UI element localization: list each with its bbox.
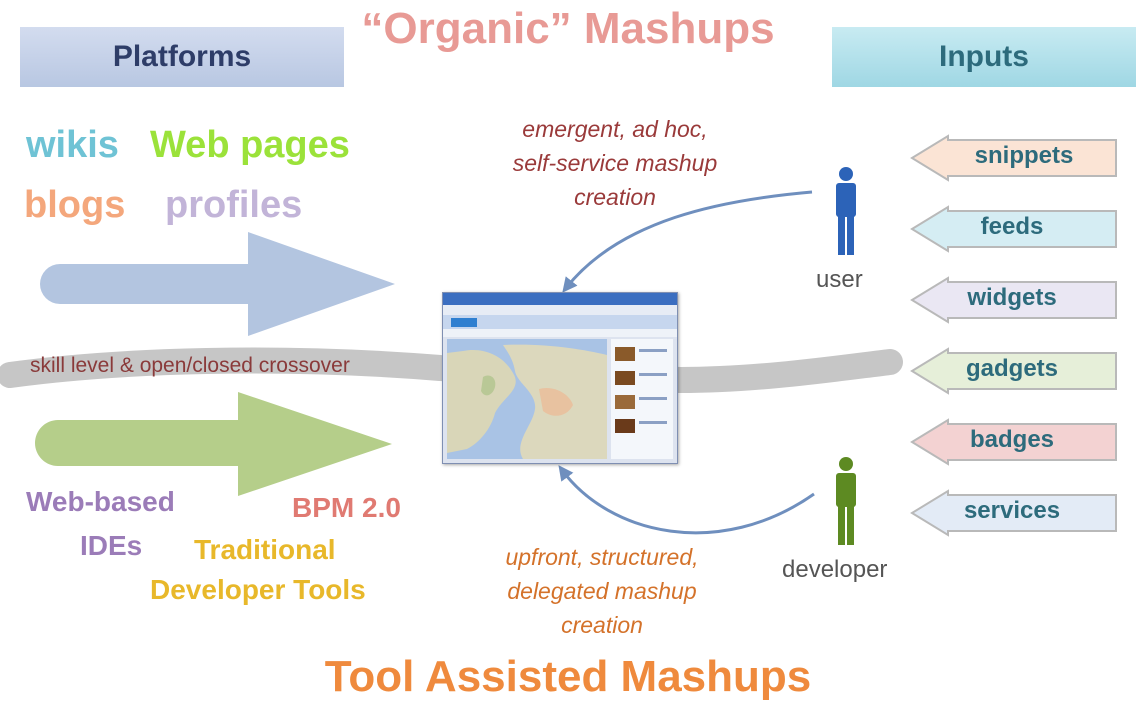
user-note: emergent, ad hoc, self-service mashup cr… [470,112,760,214]
tool-assisted-mashups-title: Tool Assisted Mashups [324,652,812,701]
tool-web-based: Web-based [26,486,175,517]
input-feeds-label: feeds [980,213,1044,240]
user-label: user [816,266,863,293]
user-note-line: self-service mashup [512,150,718,176]
user-note-line: creation [574,184,656,210]
input-services-label: services [963,497,1061,524]
tool-bpm: BPM 2.0 [292,492,401,523]
mashup-map-illustration [443,293,677,459]
user-note-line: emergent, ad hoc, [522,116,708,142]
input-arrow-badges [910,418,1117,466]
platform-web-pages: Web pages [150,124,350,166]
inputs-header: Inputs [832,27,1136,87]
input-arrow-snippets [910,134,1117,182]
tool-ides: IDEs [80,530,143,561]
platform-wikis: wikis [26,124,119,166]
developer-note: upfront, structured, delegated mashup cr… [462,540,742,642]
user-icon [836,167,856,255]
crossover-band [0,347,903,394]
organic-mashups-title: “Organic” Mashups [361,4,775,53]
tool-developer-tools: Developer Tools [150,574,366,605]
input-badges-label: badges [969,426,1055,453]
platforms-arrow [40,232,395,336]
input-arrow-feeds [910,205,1117,253]
developer-icon [836,457,856,545]
input-arrow-services [910,489,1117,537]
platform-blogs: blogs [24,184,126,226]
developer-note-line: creation [561,612,643,638]
platforms-header-label: Platforms [112,40,252,73]
tool-traditional: Traditional [194,534,336,565]
platform-profiles: profiles [165,184,303,226]
developer-note-line: upfront, structured, [505,544,699,570]
platforms-header: Platforms [20,27,344,87]
developer-label: developer [782,556,888,583]
inputs-header-label: Inputs [939,40,1029,73]
input-gadgets-label: gadgets [965,355,1058,382]
input-arrow-gadgets [910,347,1117,395]
developer-note-line: delegated mashup [507,578,697,604]
input-arrow-widgets [910,276,1117,324]
input-widgets-label: widgets [967,284,1057,311]
mashup-browser-window [442,292,678,464]
input-snippets-label: snippets [974,142,1074,169]
tools-arrow [35,392,392,496]
crossover-label: skill level & open/closed crossover [30,354,350,377]
developer-curve-arrow [558,465,815,535]
user-curve-arrow [562,190,813,293]
